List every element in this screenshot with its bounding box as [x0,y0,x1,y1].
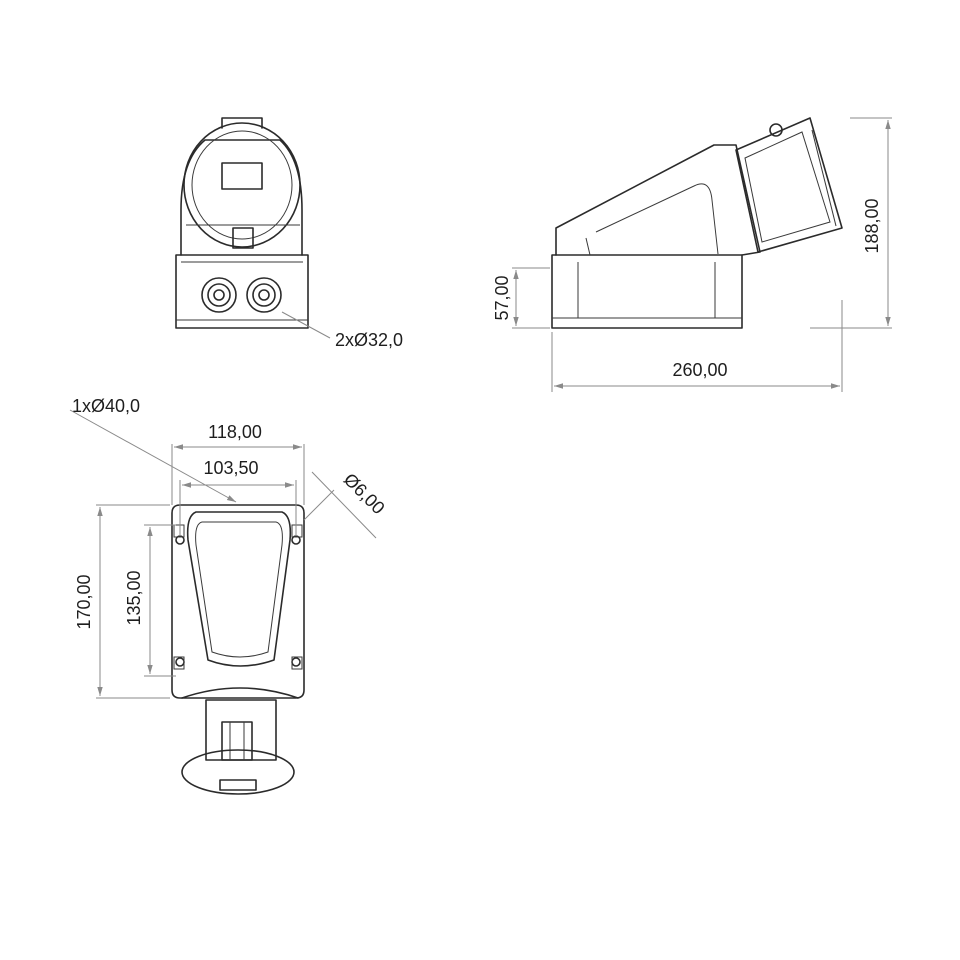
dim-label-260: 260,00 [672,360,727,380]
cable-gland-right [246,277,282,313]
socket-window [221,162,263,190]
dim-label-170: 170,00 [74,574,94,629]
top-body [186,511,292,667]
side-view [512,117,892,392]
cable-entries-leader [281,311,331,339]
mount-hole-br [291,657,301,667]
cable-entries-label: 2xØ32,0 [335,330,403,350]
side-socket-head [735,117,843,253]
lid-hinge [221,117,263,129]
dim-label-57: 57,00 [492,275,512,320]
dim-label-188: 188,00 [862,198,882,253]
dim-label-hole: Ø6,00 [340,469,389,518]
top-entry-leader [69,409,237,503]
mount-hole-bl [175,657,185,667]
top-view [69,409,377,795]
side-housing [555,144,761,256]
cable-gland-left [201,277,237,313]
socket-face [183,122,301,248]
hole-leader [303,489,335,521]
dim-label-103: 103,50 [203,458,258,478]
dim-label-118: 118,00 [208,422,262,442]
top-plate [171,504,305,699]
top-entry-label: 1xØ40,0 [72,396,140,416]
lid-latch [232,227,254,249]
dim-label-135: 135,00 [124,570,144,625]
top-socket-face [181,749,295,795]
front-view [175,117,331,339]
side-base [551,254,743,329]
front-base [175,254,309,329]
